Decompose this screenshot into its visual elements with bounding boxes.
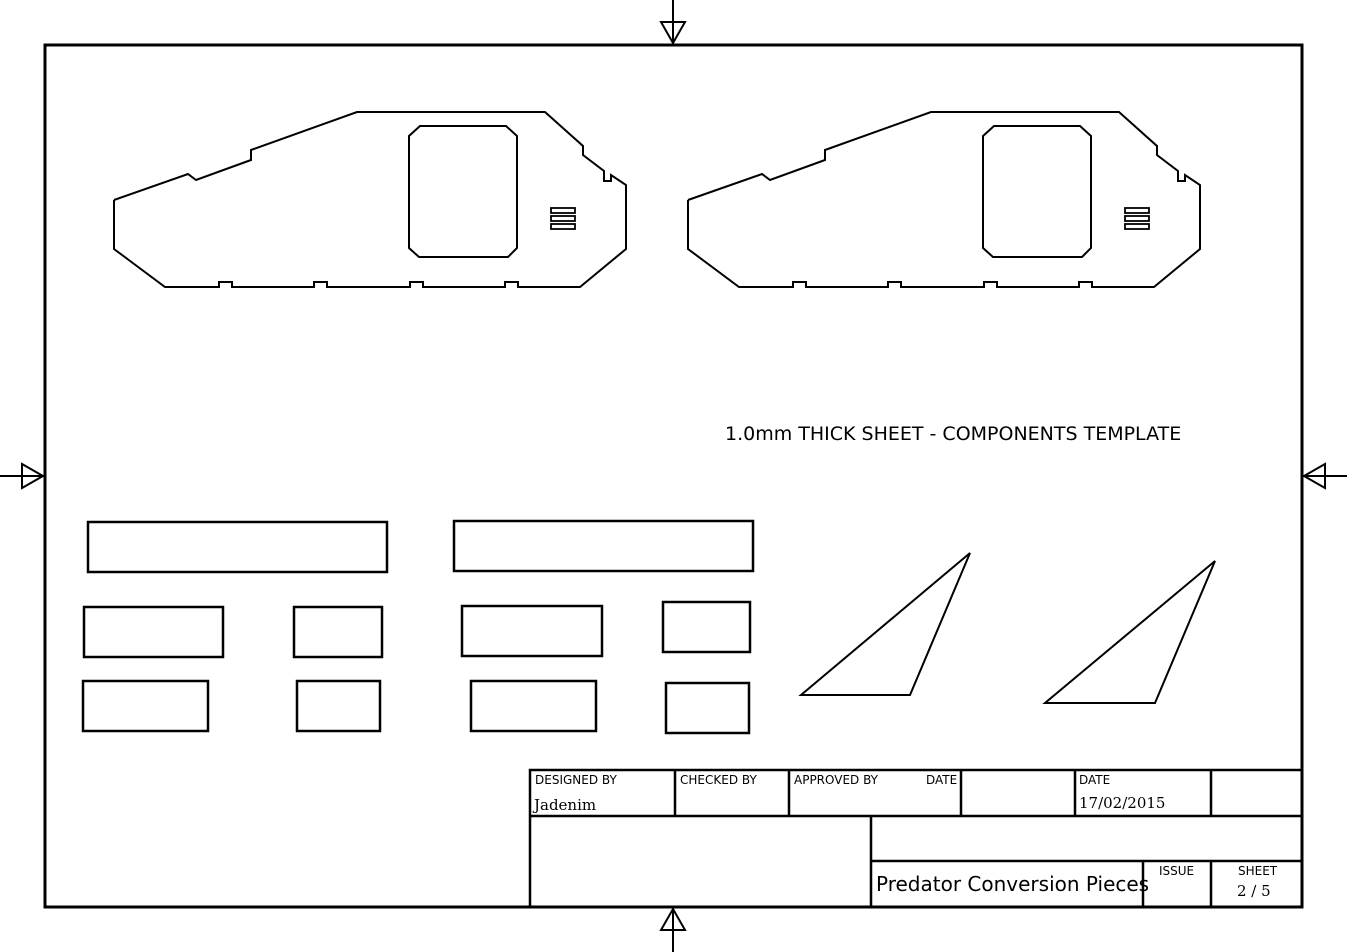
approved-date-label: DATE [926, 773, 957, 787]
vent-slot [550, 207, 576, 214]
strip-component-long [86, 520, 389, 574]
vent-slot [1124, 207, 1150, 214]
side-panel-window-cutout [982, 125, 1092, 258]
drawing-title: Predator Conversion Pieces [876, 872, 1149, 896]
vent-slot [550, 215, 576, 222]
centering-mark-bottom [659, 906, 687, 952]
rect-component [295, 679, 382, 733]
issue-label: ISSUE [1159, 864, 1194, 878]
title-block [528, 768, 1304, 909]
date-value: 17/02/2015 [1079, 794, 1165, 812]
rect-component [664, 681, 751, 735]
drawing-border [43, 43, 1304, 909]
centering-mark-right [1301, 462, 1347, 490]
sheet-label: SHEET [1238, 864, 1278, 878]
rect-component [82, 605, 225, 659]
side-panel-template-2 [687, 111, 1201, 288]
sheet-number: 2 / 5 [1237, 882, 1271, 900]
rect-component [460, 604, 604, 658]
checked-by-label: CHECKED BY [680, 773, 757, 787]
designed-by-value: Jadenim [532, 796, 596, 814]
triangle-gusset-component [798, 552, 971, 696]
vent-slot [1124, 223, 1150, 230]
drawing-caption: 1.0mm THICK SHEET - COMPONENTS TEMPLATE [725, 423, 1181, 445]
side-panel-window-cutout [408, 125, 518, 258]
strip-component-long [452, 519, 755, 573]
vent-slot [550, 223, 576, 230]
rect-component [469, 679, 598, 733]
approved-by-label: APPROVED BY [794, 773, 879, 787]
rect-component [292, 605, 384, 659]
side-panel-template-1 [113, 111, 627, 288]
triangle-gusset-component [1042, 560, 1216, 704]
centering-mark-top [659, 0, 687, 46]
designed-by-label: DESIGNED BY [535, 773, 617, 787]
rect-component [81, 679, 210, 733]
centering-mark-left [0, 462, 46, 490]
vent-slot [1124, 215, 1150, 222]
rect-component [661, 600, 752, 654]
date-label: DATE [1079, 773, 1110, 787]
